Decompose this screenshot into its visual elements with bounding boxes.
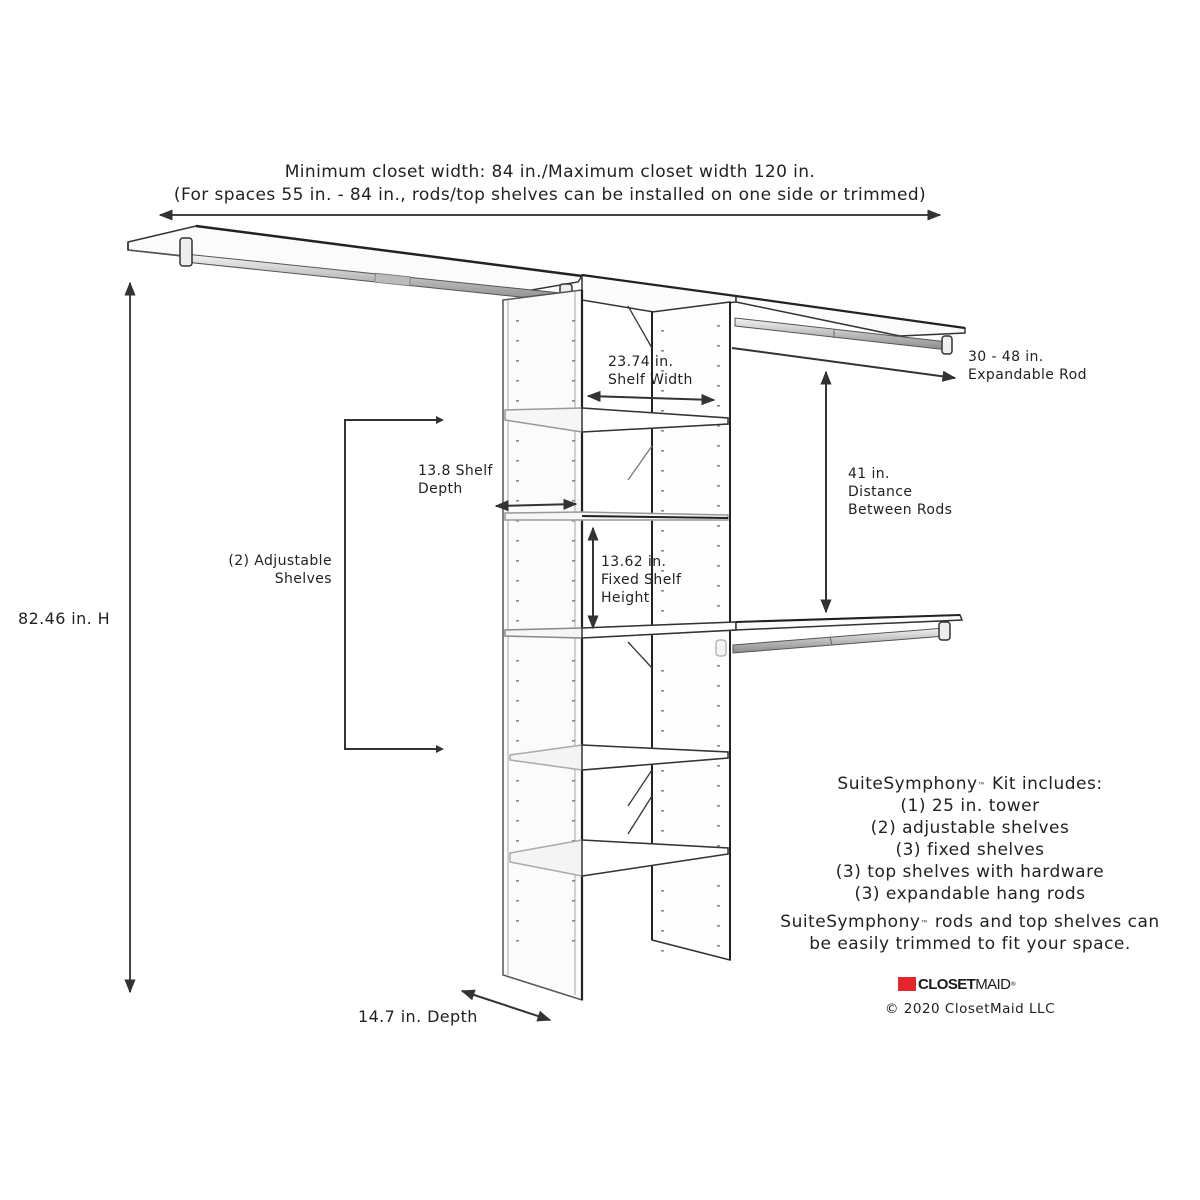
right-lower-hang-rod bbox=[715, 621, 951, 657]
tower-shelves bbox=[504, 407, 737, 877]
peg-holes bbox=[516, 320, 720, 952]
depth-arrow bbox=[460, 989, 552, 1022]
fixed-shelf-height-label-2: Height bbox=[601, 590, 650, 606]
shelf-width-value: 23.74 in. bbox=[608, 354, 674, 370]
adjustable-shelves-label-2: Shelves bbox=[274, 571, 332, 587]
closet-width-title: Minimum closet width: 84 in./Maximum clo… bbox=[284, 162, 816, 182]
fixed-shelf-height-value: 13.62 in. bbox=[601, 554, 667, 570]
adjustable-shelves-bracket bbox=[344, 416, 444, 753]
kit-item: (3) expandable hang rods bbox=[854, 884, 1086, 904]
rod-distance-value: 41 in. bbox=[848, 466, 890, 482]
left-hang-rod bbox=[179, 237, 573, 309]
rod-distance-label-2: Between Rods bbox=[848, 502, 953, 518]
trim-note: SuiteSymphony™ rods and top shelves can … bbox=[780, 912, 1160, 954]
rod-length-arrow bbox=[731, 347, 957, 382]
shelf-width-arrow bbox=[586, 390, 716, 406]
rod-length-value: 30 - 48 in. bbox=[968, 349, 1044, 365]
kit-heading: SuiteSymphony™ Kit includes: bbox=[837, 774, 1103, 794]
shelf-depth-arrow bbox=[494, 498, 578, 512]
right-upper-hang-rod bbox=[734, 317, 953, 355]
fixed-shelf-height-label-1: Fixed Shelf bbox=[601, 572, 682, 588]
rod-length-label: Expandable Rod bbox=[968, 367, 1087, 383]
kit-item: (2) adjustable shelves bbox=[870, 818, 1070, 838]
depth-label: 14.7 in. Depth bbox=[358, 1007, 478, 1026]
shelf-depth-value: 13.8 Shelf bbox=[418, 463, 493, 479]
shelf-depth-label: Depth bbox=[418, 481, 463, 497]
right-lower-shelf bbox=[735, 614, 964, 631]
kit-item: (3) fixed shelves bbox=[895, 840, 1045, 860]
closet-width-subtitle: (For spaces 55 in. - 84 in., rods/top sh… bbox=[173, 185, 927, 205]
right-top-shelf bbox=[735, 294, 966, 337]
height-label: 82.46 in. H bbox=[18, 609, 111, 628]
kit-includes-list: SuiteSymphony™ Kit includes: (1) 25 in. … bbox=[760, 773, 1180, 905]
kit-item: (1) 25 in. tower bbox=[900, 796, 1040, 816]
tower-left-panel bbox=[502, 289, 584, 1002]
copyright: © 2020 ClosetMaid LLC bbox=[884, 1001, 1055, 1017]
shelf-width-label: Shelf Width bbox=[608, 372, 693, 388]
adjustable-shelves-label-1: (2) Adjustable bbox=[228, 553, 332, 569]
logo-red-square bbox=[898, 977, 916, 991]
kit-item: (3) top shelves with hardware bbox=[835, 862, 1105, 882]
tower-back-braces bbox=[627, 305, 653, 835]
rod-distance-label-1: Distance bbox=[848, 484, 913, 500]
